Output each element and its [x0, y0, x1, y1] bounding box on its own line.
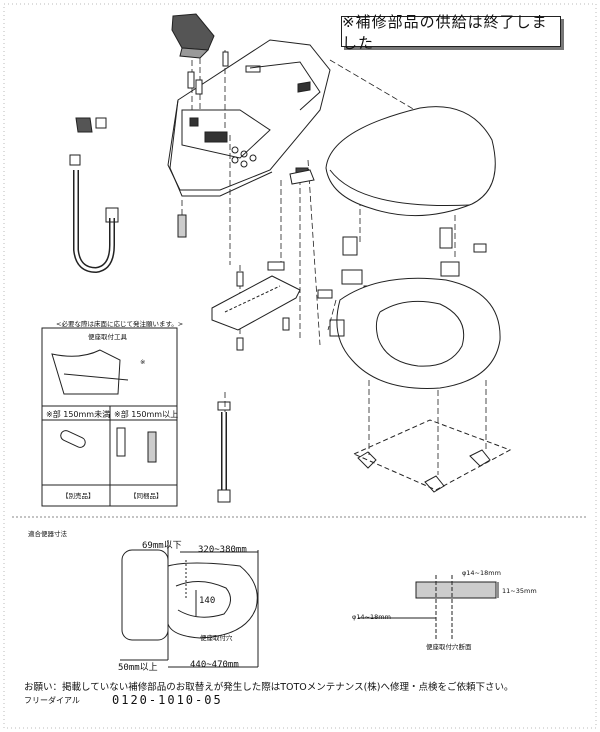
- dim-phi-bottom: φ14~18mm: [352, 613, 391, 621]
- dim-11-35: 11~35mm: [502, 587, 537, 595]
- washlet-body-part: [167, 39, 331, 197]
- dim-69: 69mm以下: [142, 541, 182, 551]
- section-drawing-label: 便座取付穴断面: [426, 643, 472, 651]
- inset-tool-label: 便座取付工具: [88, 333, 127, 341]
- phone-number: 0120-1010-05: [112, 693, 223, 707]
- dim-440-470: 440~470mm: [190, 660, 239, 670]
- tool-inset: [41, 327, 178, 507]
- dimension-drawing: [120, 540, 259, 668]
- inset-col-under-150: ※部 150mm未満: [46, 410, 111, 419]
- inset-col-over-150: ※部 150mm以上: [114, 410, 179, 419]
- toilet-lid-part: [325, 106, 496, 217]
- toilet-seat-part: [329, 277, 501, 389]
- dim-140: 140: [199, 596, 216, 606]
- footer-request-text: お願い：掲載していない補修部品のお取替えが発生した際はTOTOメンテナンス(株)…: [24, 682, 514, 693]
- dim-320-380: 320~380mm: [198, 545, 247, 555]
- mount-hole-label: 便座取付穴: [200, 634, 233, 642]
- inset-asterisk: ※: [140, 358, 146, 366]
- inset-foot-included: 【同梱品】: [130, 492, 163, 500]
- mount-hole-section: [358, 575, 499, 640]
- dim-50: 50mm以上: [118, 663, 158, 673]
- remote-control-part: [171, 13, 215, 59]
- inset-header: <必要な際は床面に応じて発注願います。>: [56, 320, 184, 328]
- section-title: 適合便器寸法: [28, 530, 67, 538]
- inset-foot-sold-separately: 【別売品】: [62, 492, 95, 500]
- pipe-part: [217, 401, 231, 503]
- base-plate-part: [211, 261, 301, 331]
- dim-phi-top: φ14~18mm: [462, 569, 501, 577]
- supply-ended-notice: ※補修部品の供給は終了しました: [341, 13, 561, 52]
- free-dial-label: フリーダイアル: [24, 696, 80, 705]
- water-hose-part: [69, 117, 119, 274]
- floor-section-part: [352, 419, 512, 493]
